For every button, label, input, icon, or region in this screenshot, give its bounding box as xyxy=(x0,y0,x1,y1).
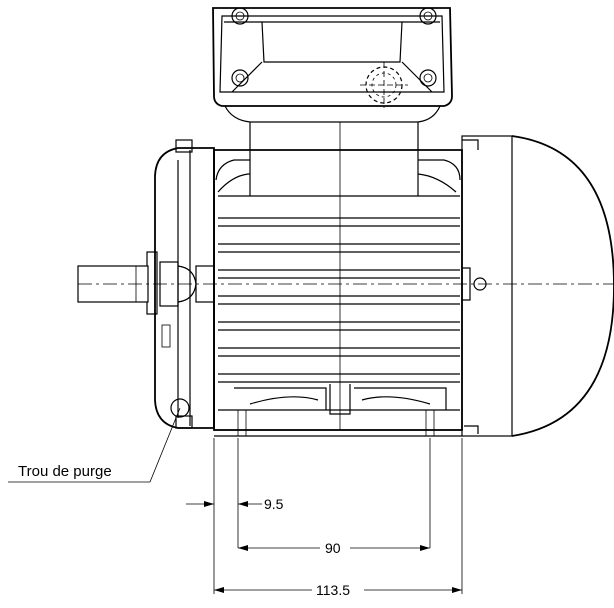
motor-feet xyxy=(214,384,462,437)
drain-hole-label: Trou de purge xyxy=(18,463,112,480)
dimension-offset-label: 9.5 xyxy=(264,496,284,512)
fan-cover xyxy=(461,135,614,437)
terminal-box xyxy=(212,7,453,123)
drain-hole-callout: Trou de purge xyxy=(8,407,181,483)
dimension-overall-width: 113.5 xyxy=(214,438,463,598)
stator-body xyxy=(213,149,463,437)
dimension-foot-spacing: 90 xyxy=(238,438,431,556)
dimension-offset: 9.5 xyxy=(186,438,284,594)
dimension-overall-width-label: 113.5 xyxy=(316,582,350,598)
dimension-foot-spacing-label: 90 xyxy=(325,540,341,556)
terminal-box-neck xyxy=(249,122,419,196)
cooling-fins xyxy=(218,217,460,383)
